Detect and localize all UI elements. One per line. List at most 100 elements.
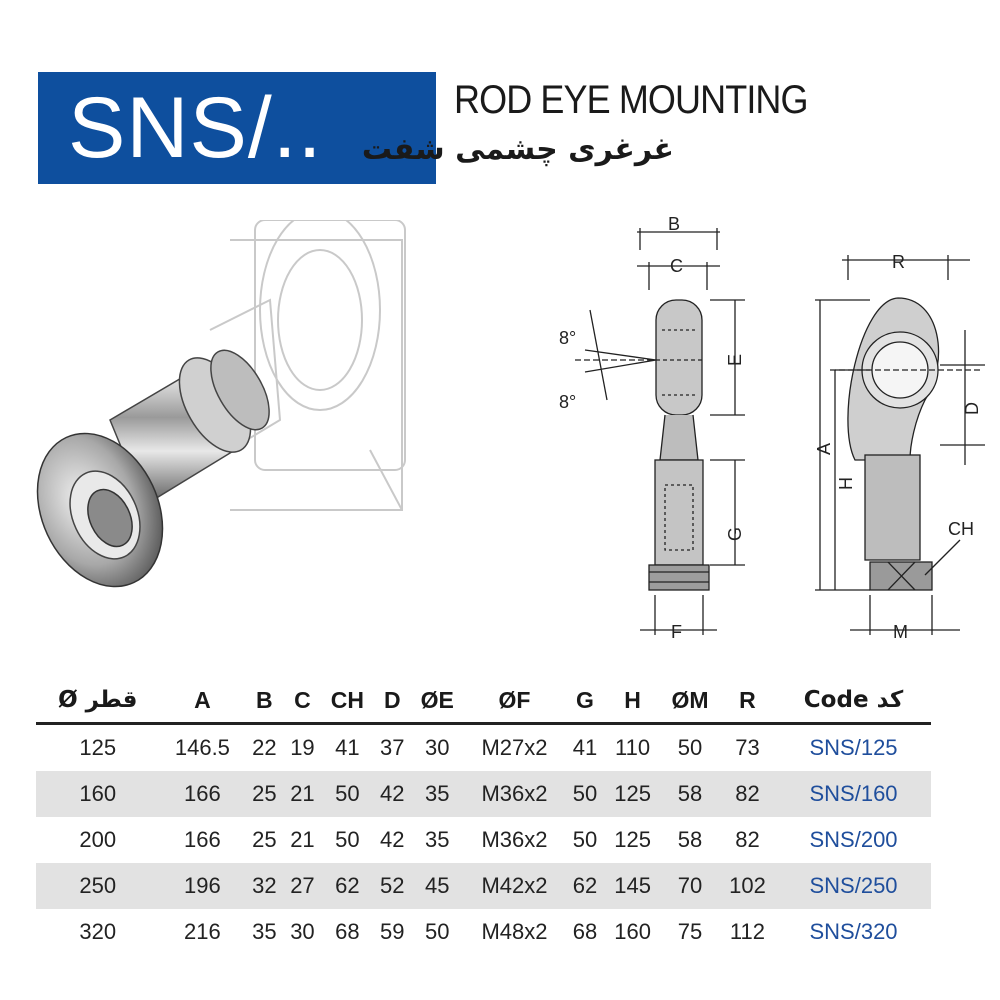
cell: 125 (604, 771, 662, 817)
cell: 102 (718, 863, 777, 909)
label-d: D (962, 402, 982, 415)
cell: 68 (572, 919, 598, 944)
cell: 35 (424, 827, 450, 852)
specifications-table: Ø قطر A B C CH D ØE ØF G H ØM R Code کد … (36, 678, 931, 955)
cell: 50 (572, 827, 598, 852)
cell: 30 (290, 919, 315, 944)
label-m: M (893, 622, 908, 642)
col-header-ch: CH (321, 678, 374, 725)
product-code-cell: SNS/160 (776, 771, 931, 817)
cell: 125 (614, 827, 651, 852)
product-code-cell: SNS/250 (776, 863, 931, 909)
col-header-h: H (604, 678, 662, 725)
label-e: E (725, 354, 745, 366)
col-header-f: ØF (463, 678, 566, 725)
cell: M42x2 (463, 863, 566, 909)
cell: 41 (572, 735, 598, 760)
product-code-cell: SNS/125 (809, 735, 898, 760)
cell: 50 (321, 771, 374, 817)
table-row: 200 166 25 21 50 42 35 M36x2 50 125 58 8… (36, 817, 931, 863)
col-header-code: Code کد (776, 678, 931, 725)
table-row: 125 146.5 22 19 41 37 30 M27x2 41 110 50… (36, 724, 931, 772)
cell: 166 (184, 827, 221, 852)
table-row: 250 196 32 27 62 52 45 M42x2 62 145 70 1… (36, 863, 931, 909)
col-header-a: A (159, 678, 246, 725)
cell: 37 (380, 735, 405, 760)
side-view-drawing: B C 8° 8° E G F (559, 214, 745, 642)
cell: 59 (380, 919, 405, 944)
cell: 82 (718, 771, 777, 817)
title-english: ROD EYE MOUNTING (454, 78, 809, 122)
cell: 166 (159, 771, 246, 817)
label-g: G (725, 527, 745, 541)
cell: 200 (79, 827, 117, 852)
col-header-d: D (373, 678, 412, 725)
table-row: 320 216 35 30 68 59 50 M48x2 68 160 75 1… (36, 909, 931, 955)
cell: 52 (373, 863, 412, 909)
cell: 160 (614, 919, 651, 944)
cell: 50 (565, 771, 604, 817)
title-persian: غرغری چشمی شفت (361, 132, 674, 167)
product-code-cell: SNS/200 (809, 827, 898, 852)
cell: 45 (411, 863, 464, 909)
cell: 58 (677, 827, 703, 852)
cell: 62 (321, 863, 374, 909)
col-header-c: C (283, 678, 322, 725)
col-header-g: G (565, 678, 604, 725)
cell: 50 (424, 919, 450, 944)
product-code: SNS/.. (68, 80, 323, 176)
label-f: F (671, 622, 682, 642)
cell: 250 (36, 863, 160, 909)
cell: 75 (677, 919, 703, 944)
cell: 196 (159, 863, 246, 909)
cell: 25 (252, 827, 277, 852)
front-view-drawing: R A H D CH M (814, 252, 985, 642)
cell: 146.5 (174, 735, 230, 760)
product-code-banner: SNS/.. (38, 72, 436, 184)
label-angle-bottom: 8° (559, 392, 576, 412)
cell: M27x2 (481, 735, 548, 760)
col-header-diameter: Ø قطر (36, 678, 160, 725)
col-header-b: B (245, 678, 284, 725)
cell: M48x2 (481, 919, 548, 944)
col-header-r: R (718, 678, 777, 725)
cell: 50 (677, 735, 703, 760)
cell: 41 (335, 735, 360, 760)
cell: 19 (290, 735, 315, 760)
label-r: R (892, 252, 905, 272)
label-b: B (668, 214, 680, 234)
cell: 68 (335, 919, 360, 944)
label-h: H (836, 477, 856, 490)
cell: 50 (335, 827, 360, 852)
cell: 110 (615, 735, 651, 760)
cell: 27 (283, 863, 322, 909)
cell: 22 (252, 735, 277, 760)
col-header-e: ØE (411, 678, 464, 725)
cell: M36x2 (481, 827, 548, 852)
col-header-m: ØM (661, 678, 719, 725)
cell: 82 (735, 827, 760, 852)
cell: 21 (283, 771, 322, 817)
table-header-row: Ø قطر A B C CH D ØE ØF G H ØM R Code کد (36, 678, 931, 725)
cell: 125 (79, 735, 117, 760)
product-code-cell: SNS/320 (809, 919, 898, 944)
rod-eye-illustration (36, 220, 406, 588)
cell: 112 (729, 919, 765, 944)
cell: 62 (565, 863, 604, 909)
label-c: C (670, 256, 683, 276)
cell: 32 (245, 863, 284, 909)
cell: 35 (252, 919, 277, 944)
cell: 42 (373, 771, 412, 817)
label-ch: CH (948, 519, 974, 539)
cell: 25 (245, 771, 284, 817)
rod-eye-part (36, 349, 270, 588)
cell: 70 (661, 863, 719, 909)
cell: 216 (184, 919, 221, 944)
label-a: A (814, 443, 834, 455)
cell: 35 (411, 771, 464, 817)
cell: 21 (290, 827, 315, 852)
cell: 42 (380, 827, 405, 852)
cell: M36x2 (463, 771, 566, 817)
cell: 320 (79, 919, 117, 944)
cell: 145 (604, 863, 662, 909)
